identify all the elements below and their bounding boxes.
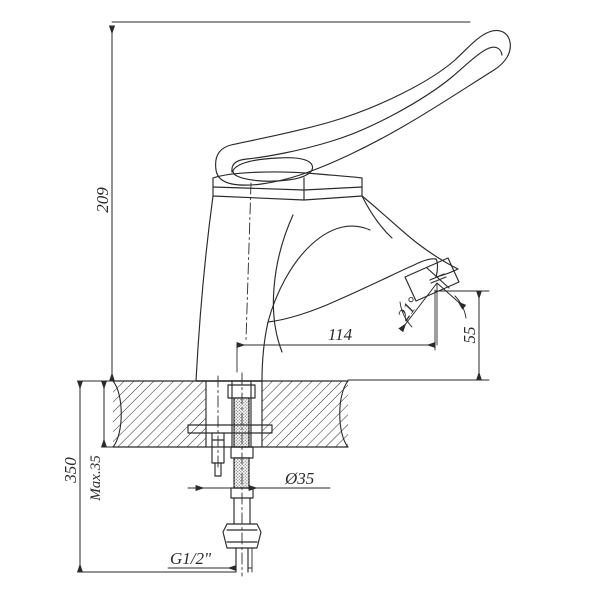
dimension-350 — [76, 380, 237, 573]
label-reach-114: 114 — [328, 325, 353, 344]
dimension-114 — [236, 289, 436, 373]
counter-section — [112, 380, 349, 448]
label-length-350: 350 — [61, 457, 80, 484]
label-height-55: 55 — [460, 327, 479, 344]
spout — [267, 195, 459, 323]
dimension-g12 — [167, 547, 253, 573]
dimension-max35 — [100, 380, 189, 448]
aerator — [404, 257, 460, 302]
label-angle-21: 21° — [394, 293, 423, 324]
centerlines — [217, 182, 252, 577]
supply-hose — [222, 457, 262, 573]
handle-cap — [212, 171, 363, 201]
label-dia-35: Ø35 — [284, 469, 314, 488]
label-thread-g12: G1/2" — [170, 549, 212, 568]
dimension-55 — [347, 290, 490, 381]
label-height-209: 209 — [93, 187, 112, 213]
dimension-21deg — [398, 282, 467, 346]
hex-nut — [222, 523, 262, 549]
lever-handle — [215, 29, 511, 186]
dimension-209 — [108, 21, 471, 382]
label-max-35: Max.35 — [88, 455, 104, 502]
